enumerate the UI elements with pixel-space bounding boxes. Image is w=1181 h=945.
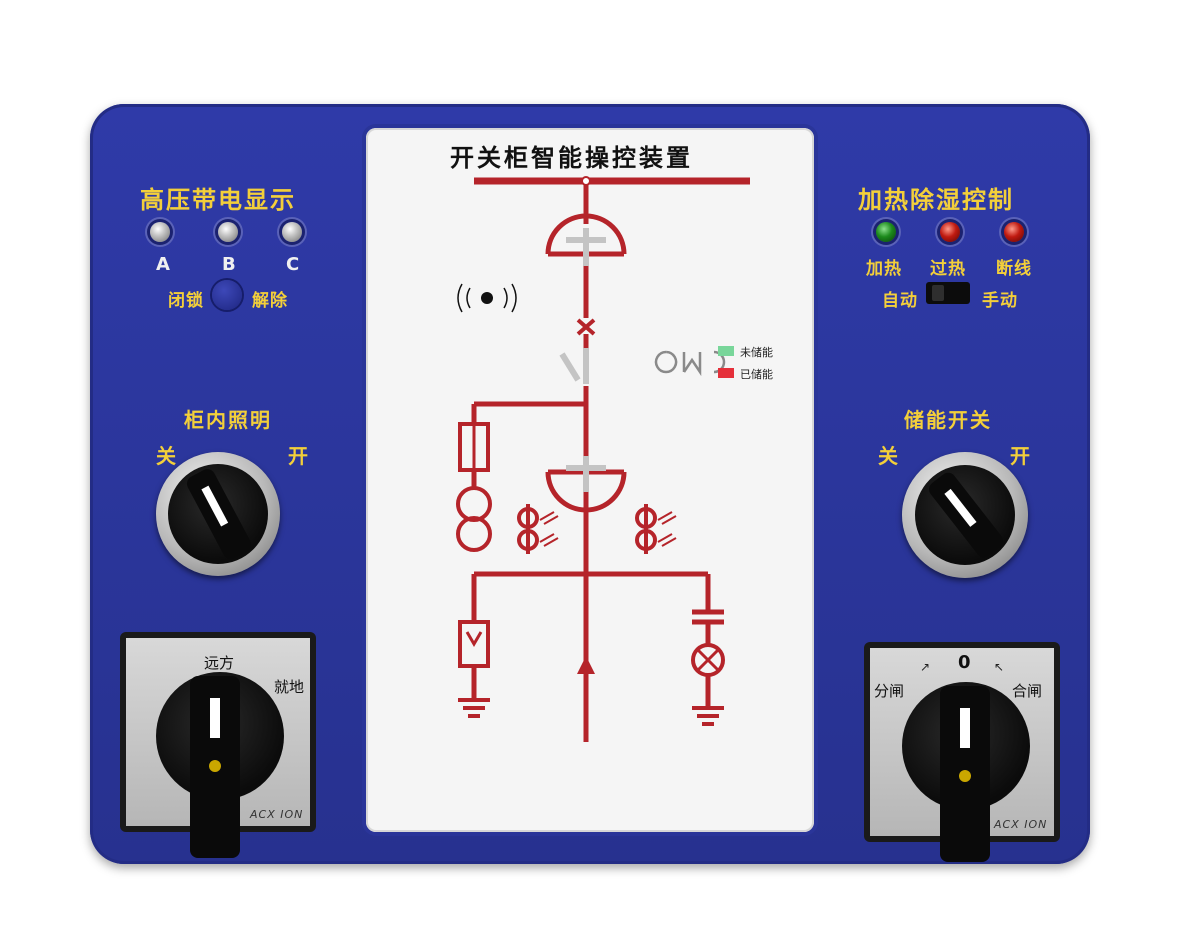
keyhole-icon [959, 770, 971, 782]
phase-a-label: A [156, 254, 170, 275]
brand-label-left: ACX ION [250, 808, 304, 821]
display-screen: 开关柜智能操控装置 [366, 128, 814, 832]
lock-label: 闭锁 [168, 291, 204, 311]
phase-b-label: B [222, 254, 236, 275]
lighting-off-label: 关 [156, 444, 178, 468]
phase-c-label: C [286, 254, 300, 275]
unlock-label: 解除 [252, 291, 288, 311]
toggle-knob [932, 285, 944, 301]
phase-b-led [218, 222, 238, 242]
heat-control-title: 加热除湿控制 [858, 186, 1014, 214]
arrow-left-icon: ↗ [920, 660, 931, 674]
overheat-label: 过热 [930, 259, 966, 279]
storage-off-label: 关 [878, 444, 900, 468]
lock-release-button[interactable] [212, 280, 242, 310]
storage-knob [915, 465, 1015, 565]
legend-unstored-swatch [718, 346, 734, 356]
open-label: 分闸 [874, 682, 905, 700]
wire-break-led [1004, 222, 1024, 242]
lighting-switch[interactable] [156, 452, 280, 576]
single-line-diagram [456, 176, 750, 742]
storage-on-label: 开 [1010, 444, 1032, 468]
heating-led [876, 222, 896, 242]
hv-display-title: 高压带电显示 [140, 186, 296, 214]
storage-switch-title: 储能开关 [904, 408, 992, 432]
lighting-knob [168, 464, 268, 564]
auto-manual-toggle[interactable] [926, 282, 970, 304]
zero-label: 0 [958, 652, 971, 673]
wireless-sensor-icon [481, 292, 493, 304]
storage-switch[interactable] [902, 452, 1028, 578]
wire-break-label: 断线 [996, 259, 1032, 279]
remote-local-handle[interactable] [190, 676, 240, 858]
remote-local-indicator [210, 698, 220, 738]
keyhole-icon [209, 760, 221, 772]
storage-knob-handle [925, 469, 1007, 561]
lighting-on-label: 开 [288, 444, 310, 468]
lighting-knob-indicator [201, 485, 229, 527]
close-label: 合闸 [1012, 682, 1043, 700]
remote-label: 远方 [204, 654, 235, 672]
arrow-right-icon: ↖ [994, 660, 1005, 674]
lighting-knob-handle [184, 466, 254, 562]
screen-title: 开关柜智能操控装置 [450, 144, 693, 172]
legend-unstored-label: 未储能 [740, 346, 773, 359]
manual-label: 手动 [982, 291, 1018, 311]
open-close-indicator [960, 708, 970, 748]
brand-label-right: ACX ION [994, 818, 1048, 831]
heating-label: 加热 [866, 259, 902, 279]
auto-label: 自动 [882, 291, 918, 311]
lighting-title: 柜内照明 [184, 408, 272, 432]
open-close-handle[interactable] [940, 686, 990, 862]
local-label: 就地 [274, 678, 305, 696]
brand-logo-icon [654, 350, 726, 377]
legend-stored-swatch [718, 368, 734, 378]
legend-stored-label: 已储能 [740, 368, 773, 381]
overheat-led [940, 222, 960, 242]
phase-c-led [282, 222, 302, 242]
phase-a-led [150, 222, 170, 242]
storage-knob-indicator [944, 488, 977, 527]
